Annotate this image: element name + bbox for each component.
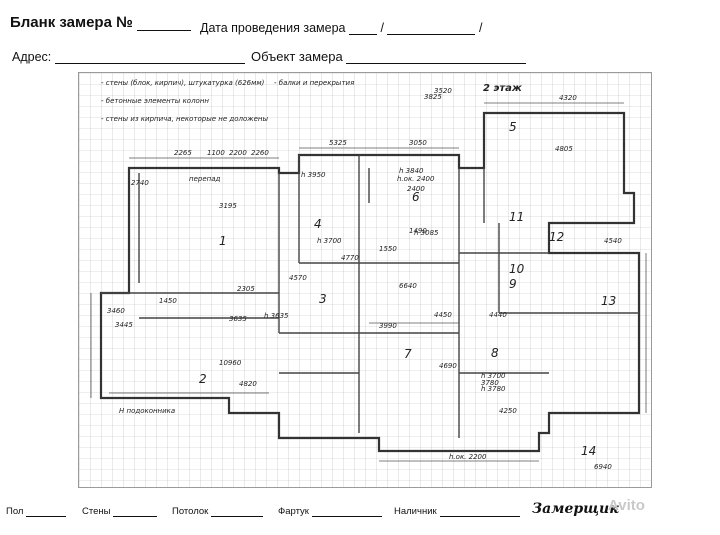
room-number: 5: [509, 120, 517, 134]
floor-plan-sheet: - стены (блок, кирпич), штукатурка (626м…: [78, 72, 652, 488]
dimension: 3990: [379, 322, 397, 330]
object-row: Объект замера: [251, 49, 527, 64]
floor-field[interactable]: [26, 506, 67, 517]
dimension: 2305: [237, 285, 255, 293]
note: h 3700: [481, 372, 506, 380]
address-field[interactable]: [54, 49, 245, 64]
date-month-field[interactable]: [387, 20, 476, 35]
dimension: 4570: [289, 274, 307, 282]
dimension: 4540: [604, 237, 622, 245]
floor-plan-drawing: - стены (блок, кирпич), штукатурка (626м…: [79, 73, 651, 487]
dimension: 4440: [489, 311, 507, 319]
note: h.ок. 2400: [397, 175, 435, 183]
note: перепад: [189, 175, 220, 183]
dimension: 3780: [481, 379, 499, 387]
dimension: 4320: [559, 94, 577, 102]
note: h 3950: [301, 171, 326, 179]
plan-legend: - стены (блок, кирпич), штукатурка (626м…: [101, 79, 354, 123]
address-row: Адрес:: [12, 49, 245, 64]
room-number: 6: [412, 190, 420, 204]
room-number: 12: [549, 230, 564, 244]
dimension: 1450: [159, 297, 177, 305]
apron-field[interactable]: [311, 506, 382, 517]
room-number: 1: [219, 234, 227, 248]
dimension: 1490: [409, 227, 427, 235]
dimension: 3445: [115, 321, 133, 329]
dimension: 3195: [219, 202, 237, 210]
note: h 3085: [414, 229, 439, 237]
note: h 3700: [317, 237, 342, 245]
date-day-field[interactable]: [349, 20, 377, 35]
dimension: 4770: [341, 254, 359, 262]
dimension: 2260: [251, 149, 269, 157]
room-number: 8: [491, 346, 499, 360]
room-number: 14: [581, 444, 596, 458]
legend-item: - стены из кирпича, некоторые не доложен…: [101, 115, 268, 123]
dimension: 3460: [107, 307, 125, 315]
legend-item: - стены (блок, кирпич), штукатурка (626м…: [101, 79, 265, 87]
note: h 3780: [481, 385, 506, 393]
form-title: Бланк замера №: [10, 14, 191, 31]
note: Н подоконника: [119, 407, 175, 415]
room-number: 3: [319, 292, 327, 306]
room-number: 2: [199, 372, 207, 386]
dimension: 2400: [407, 185, 425, 193]
ceiling-field-row: Потолок: [172, 506, 264, 517]
legend-item: - балки и перекрытия: [274, 79, 354, 87]
dimension-labels: 2265 1100 2200 2260 5325 3050 3825 4805 …: [107, 87, 622, 471]
floor-field-row: Пол: [6, 506, 67, 517]
room-number: 10: [509, 262, 525, 276]
dimension: 4820: [239, 380, 257, 388]
note: h 3840: [399, 167, 424, 175]
dimension: 2200: [229, 149, 247, 157]
dimension: 6940: [594, 463, 612, 471]
room-number: 9: [509, 277, 517, 291]
dimension: 4250: [499, 407, 517, 415]
dimension: 3825: [424, 93, 442, 101]
apron-field-row: Фартук: [278, 506, 382, 517]
dimension: 10960: [219, 359, 242, 367]
room-numbers: 1 2 3 4 5 6 7 8 9 10 11 12 13 14: [199, 120, 616, 458]
dimension: 3520: [434, 87, 452, 95]
floor-label: 2 этаж: [483, 83, 523, 94]
walls-field-row: Стены: [82, 506, 158, 517]
note: h 3635: [264, 312, 289, 320]
dimension: 6640: [399, 282, 417, 290]
room-number: 11: [509, 210, 524, 224]
surveyor-label: Замерщик: [532, 501, 619, 517]
dimension: 3050: [409, 139, 427, 147]
watermark: Avito: [608, 497, 645, 514]
dimension: 1550: [379, 245, 397, 253]
room-number: 4: [314, 217, 322, 231]
dimension: 5325: [329, 139, 347, 147]
ceiling-field[interactable]: [211, 506, 264, 517]
extras-field[interactable]: [439, 506, 520, 517]
dimension: 3635: [229, 315, 247, 323]
dimension: 2740: [131, 179, 149, 187]
form-number-field[interactable]: [137, 16, 191, 31]
extras-field-row: Наличник: [394, 506, 520, 517]
room-number: 13: [601, 294, 616, 308]
dimension: 4690: [439, 362, 457, 370]
room-number: 7: [404, 347, 412, 361]
dimension: 4450: [434, 311, 452, 319]
dimension: 1100: [207, 149, 225, 157]
legend-item: - бетонные элементы колонн: [101, 97, 209, 105]
dimension: 2265: [174, 149, 192, 157]
plan-notes: h 3950 h 3700 h 3085 h 3635 h 3840 h 378…: [119, 167, 506, 461]
dimension: 4805: [555, 145, 573, 153]
walls: [99, 111, 641, 453]
survey-date: Дата проведения замера / /: [200, 20, 483, 35]
note: h.ок. 2200: [449, 453, 487, 461]
object-field[interactable]: [346, 49, 527, 64]
walls-field[interactable]: [113, 506, 158, 517]
